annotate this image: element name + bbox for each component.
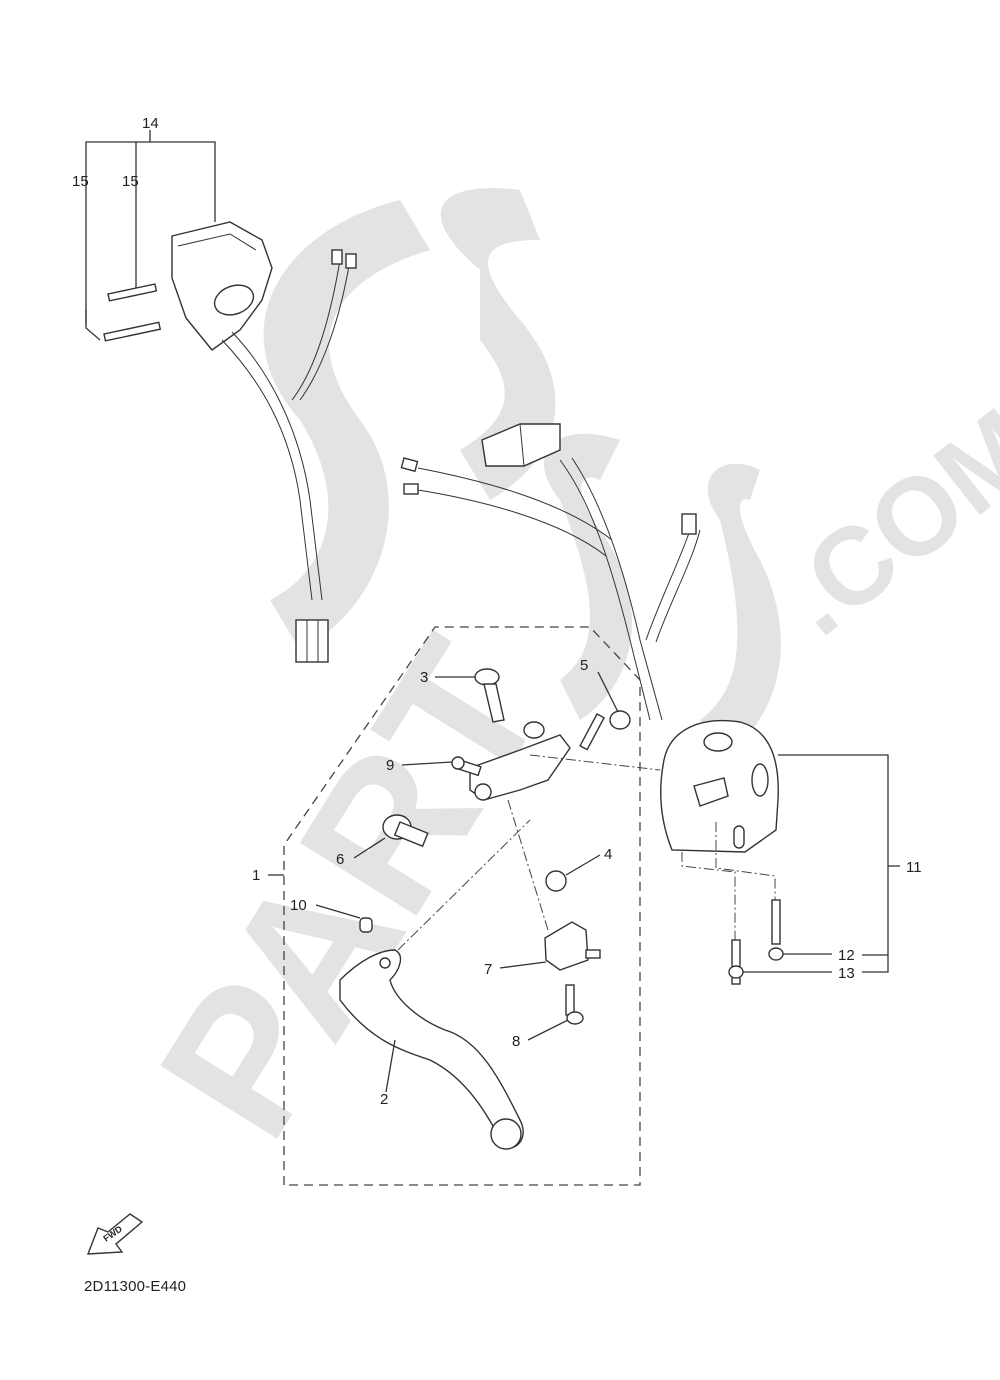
fwd-arrow-icon: FWD [86,1213,144,1255]
callout-14: 14 [142,115,159,132]
callout-5: 5 [580,657,589,674]
callout-1: 1 [252,867,261,884]
callout-13: 13 [838,965,855,982]
right-handle-switch [660,719,900,985]
lever-assembly-parts [315,668,661,1150]
diagram-code: 2D11300-E440 [84,1278,187,1295]
callout-4: 4 [604,846,613,863]
callout-10: 10 [290,897,307,914]
callout-6: 6 [336,851,345,868]
callout-3: 3 [420,669,429,686]
callout-15-inner: 15 [122,173,139,190]
callout-2: 2 [380,1091,389,1108]
callout-12: 12 [838,947,855,964]
right-wiring-harness [400,423,701,721]
callout-7: 7 [484,961,493,978]
lever-assembly-box [268,626,641,1186]
callout-8: 8 [512,1033,521,1050]
callout-9: 9 [386,757,395,774]
callout-15-outer: 15 [72,173,89,190]
svg-text:PART: PART [117,605,587,1172]
callout-11: 11 [906,859,922,876]
svg-text:.COM: .COM [759,385,1000,659]
left-handle-switch [85,130,357,663]
